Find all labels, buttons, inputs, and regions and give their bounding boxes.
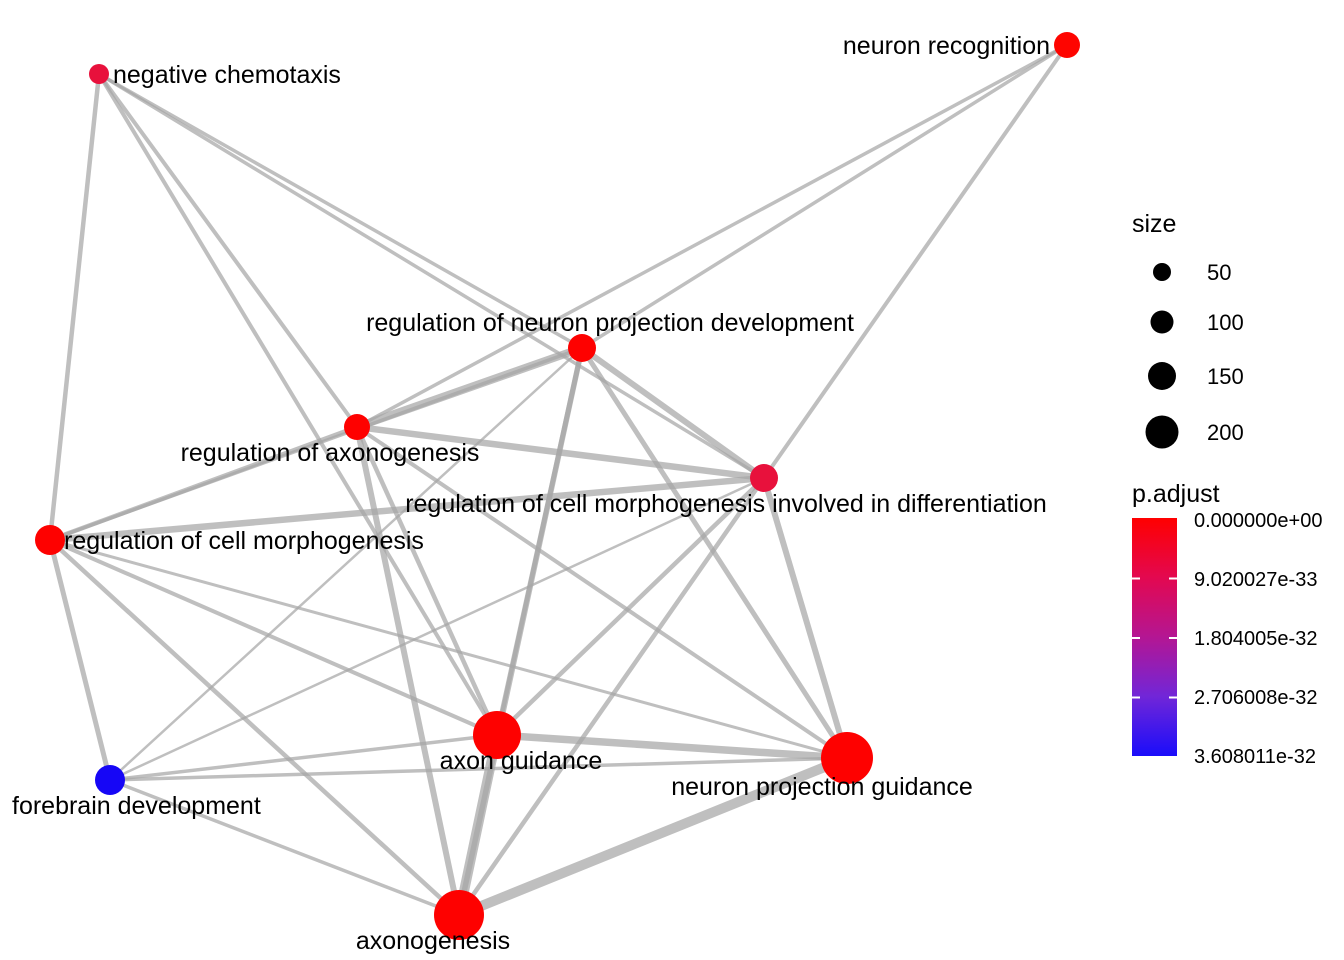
edge-A-D: [97, 72, 359, 429]
edge-F-H: [48, 538, 499, 737]
edge-F-I: [48, 538, 849, 760]
labels-layer: negative chemotaxis neuron recognition reg…: [12, 32, 1050, 955]
edge-I-J: [454, 753, 852, 920]
node-label-F: regulation of cell morphogenesis: [64, 527, 424, 555]
node-G: [95, 765, 125, 795]
edge-D-F: [47, 424, 360, 543]
node-E: [750, 464, 778, 492]
edge-E-G: [108, 476, 766, 782]
colorbar-tick-label-3: 2.706008e-32: [1194, 687, 1317, 709]
node-label-G: forebrain development: [12, 792, 261, 820]
edge-H-I: [493, 731, 851, 762]
colorbar-tick-label-2: 1.804005e-32: [1194, 628, 1317, 650]
nodes-layer: [35, 32, 1080, 940]
edge-B-E: [762, 43, 1069, 480]
edge-D-H: [354, 424, 500, 738]
size-legend-circle-50: [1153, 263, 1171, 281]
edge-H-J: [454, 730, 502, 920]
edge-A-C: [97, 72, 584, 350]
edge-C-G: [108, 346, 584, 782]
size-legend-label-50: 50: [1207, 260, 1231, 285]
edges-layer: [46, 43, 1069, 920]
node-label-B: neuron recognition: [843, 32, 1050, 60]
node-H: [473, 711, 521, 759]
size-legend-circle-100: [1150, 310, 1174, 334]
edge-B-D: [355, 43, 1069, 429]
edge-E-F: [46, 474, 768, 544]
edge-F-G: [47, 537, 113, 783]
size-legend-circle-200: [1145, 415, 1179, 449]
node-A: [89, 64, 109, 84]
edge-E-J: [456, 475, 767, 918]
edge-G-I: [108, 756, 849, 782]
edge-C-I: [579, 345, 850, 761]
edge-D-E: [353, 423, 768, 482]
edge-D-J: [354, 424, 462, 918]
node-label-A: negative chemotaxis: [113, 61, 341, 89]
node-D: [344, 414, 370, 440]
size-legend-title: size: [1132, 210, 1176, 238]
node-label-H: axon guidance: [440, 747, 603, 775]
node-label-I: neuron projection guidance: [671, 773, 973, 801]
edge-G-H: [108, 733, 499, 782]
node-label-D: regulation of axonogenesis: [181, 439, 480, 467]
node-label-E: regulation of cell morphogenesis involve…: [405, 490, 1047, 518]
node-B: [1054, 32, 1080, 58]
edge-A-E: [97, 72, 766, 480]
padjust-legend: p.adjust 0.000000e+00 9.020027e-33 1.80400…: [1132, 480, 1322, 768]
size-legend-label-100: 100: [1207, 310, 1244, 335]
size-legend: size 50 100 150 200: [1132, 210, 1244, 449]
edge-D-I: [355, 425, 849, 760]
padjust-legend-title: p.adjust: [1132, 480, 1220, 508]
edge-C-E: [579, 345, 767, 481]
edge-E-H: [494, 475, 767, 738]
colorbar-tick-label-4: 3.608011e-32: [1194, 746, 1316, 768]
node-I: [821, 732, 873, 784]
node-label-C: regulation of neuron projection developm…: [366, 309, 854, 337]
node-F: [35, 525, 65, 555]
edge-E-I: [761, 475, 850, 761]
node-C: [568, 334, 596, 362]
colorbar-tick-label-1: 9.020027e-33: [1194, 569, 1317, 591]
size-legend-circle-150: [1148, 362, 1176, 390]
edge-A-H: [97, 72, 499, 737]
node-J: [434, 890, 484, 940]
edge-F-J: [47, 537, 462, 918]
node-label-J: axonogenesis: [356, 927, 510, 955]
size-legend-label-150: 150: [1207, 364, 1244, 389]
edge-B-C: [580, 43, 1069, 350]
edge-A-F: [47, 71, 102, 543]
colorbar-tick-label-0: 0.000000e+00: [1194, 510, 1322, 532]
edge-G-J: [108, 778, 461, 917]
size-legend-label-200: 200: [1207, 420, 1244, 445]
